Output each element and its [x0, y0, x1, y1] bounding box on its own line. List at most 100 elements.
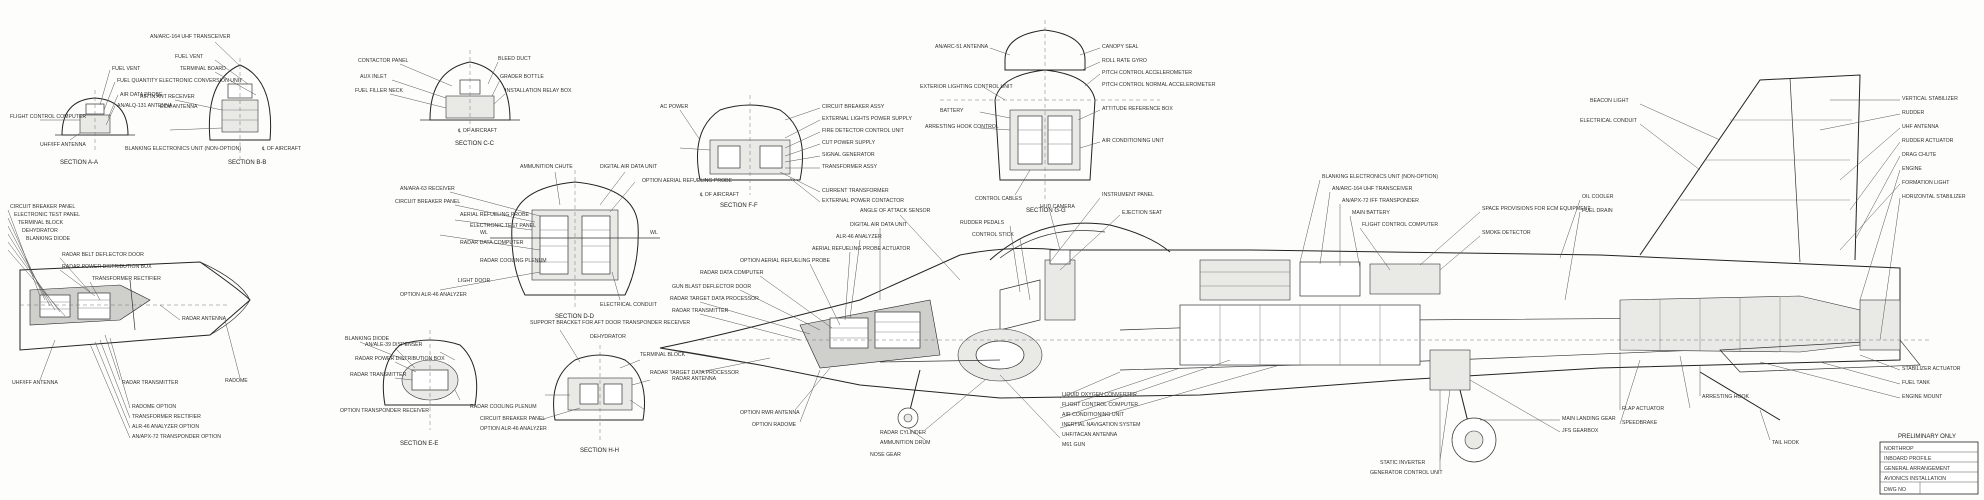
- left-label-13: RADOME OPTION: [132, 404, 176, 410]
- ee-label-9: RADAR TARGET DATA PROCESSOR: [650, 370, 739, 376]
- mid-label-4: AERIAL REFUELING PROBE ACTUATOR: [812, 246, 910, 252]
- left-label-5: DEHYDRATOR: [22, 228, 58, 234]
- right-label-6: SPACE PROVISIONS FOR ECM EQUIPMENT: [1482, 206, 1591, 212]
- cl-cc: ℄ OF AIRCRAFT: [457, 128, 498, 134]
- gg-label-5: PITCH CONTROL NORMAL ACCELEROMETER: [1102, 82, 1216, 88]
- ee-label-7: OPTION ALR-46 ANALYZER: [480, 426, 547, 432]
- ff-label-8: CURRENT TRANSFORMER: [822, 188, 889, 194]
- ee-label-4: RADAR TRANSMITTER: [350, 372, 407, 378]
- section-cc: CONTACTOR PANEL BLEED DUCT AUX INLET GRA…: [355, 50, 572, 147]
- title-block: PRELIMINARY ONLY NORTHROP INBOARD PROFIL…: [1879, 434, 1979, 495]
- left-label-9: TRANSFORMER RECTIFIER: [92, 276, 161, 282]
- left-label-3: ELECTRONIC TEST PANEL: [14, 212, 80, 218]
- right-label-19: UHF ANTENNA: [1902, 124, 1939, 130]
- mid-label-23: AIR CONDITIONING UNIT: [1062, 412, 1125, 418]
- ff-label-5: CUT POWER SUPPLY: [822, 140, 876, 146]
- stamp-preliminary: PRELIMINARY ONLY: [1898, 434, 1956, 440]
- mid-label-8: RADAR TARGET DATA PROCESSOR: [670, 296, 759, 302]
- dd-label-10: ELECTRICAL CONDUIT: [600, 302, 658, 308]
- right-label-16: RUDDER: [1902, 110, 1924, 116]
- section-bb: AN/ARC-164 UHF TRANSCEIVER FUEL VENT TER…: [125, 34, 302, 166]
- dd-label-6: RADAR COOLING PLENUM: [480, 258, 547, 264]
- right-label-29: GENERATOR CONTROL UNIT: [1370, 470, 1443, 476]
- cc-label-6: INSTALLATION RELAY BOX: [505, 88, 572, 94]
- mid-label-14: AMMUNITION DRUM: [880, 440, 930, 446]
- gg-label-6: EXTERIOR LIGHTING CONTROL UNIT: [920, 84, 1013, 90]
- left-label-1: RADOME: [225, 378, 248, 384]
- right-label-24: HORIZONTAL STABILIZER: [1902, 194, 1966, 200]
- mid-label-24: INERTIAL NAVIGATION SYSTEM: [1062, 422, 1141, 428]
- mid-label-20: EJECTION SEAT: [1122, 210, 1163, 216]
- right-label-3: AN/APX-72 IFF TRANSPONDER: [1342, 198, 1419, 204]
- gg-label-8: BATTERY: [940, 108, 964, 114]
- dd-label-9: OPTION AERIAL REFUELING PROBE: [642, 178, 733, 184]
- left-label-10: RADAR ANTENNA: [182, 316, 227, 322]
- section-ff: AC POWER CIRCUIT BREAKER ASSY EXTERNAL L…: [660, 95, 912, 209]
- cl-ff: ℄ OF AIRCRAFT: [699, 192, 740, 198]
- left-label-7: RADAR BELT DEFLECTOR DOOR: [62, 252, 144, 258]
- left-label-11: RADAR TRANSMITTER: [122, 380, 179, 386]
- right-label-7: SMOKE DETECTOR: [1482, 230, 1531, 236]
- cc-label-1: CONTACTOR PANEL: [358, 58, 409, 64]
- right-label-2: AN/ARC-164 UHF TRANSCEIVER: [1332, 186, 1413, 192]
- dd-label-1: AN/ARA-63 RECEIVER: [400, 186, 455, 192]
- mid-label-10: RADAR ANTENNA: [672, 376, 717, 382]
- title-line-3: AVIONICS INSTALLATION: [1884, 476, 1946, 482]
- dd-label-11: OPTION ALR-46 ANALYZER: [400, 292, 467, 298]
- section-ee: BLANKING DIODE AN/ALE-39 DISPENSER RADAR…: [340, 320, 739, 454]
- mid-label-22: FLIGHT CONTROL COMPUTER: [1062, 402, 1138, 408]
- dd-label-8: DIGITAL AIR DATA UNIT: [600, 164, 658, 170]
- bb-label-1: AN/ARC-164 UHF TRANSCEIVER: [150, 34, 231, 40]
- right-label-30: STATIC INVERTER: [1380, 460, 1426, 466]
- main-inboard-profile: ANGLE OF ATTACK SENSOR DIGITAL AIR DATA …: [659, 74, 1966, 476]
- cc-label-3: AUX INLET: [360, 74, 388, 80]
- mid-label-2: DIGITAL AIR DATA UNIT: [850, 222, 908, 228]
- mid-label-21: LIQUID OXYGEN CONVERTER: [1062, 392, 1137, 398]
- gg-label-2: CANOPY SEAL: [1102, 44, 1139, 50]
- mid-label-13: RADAR CYLINDER: [880, 430, 926, 436]
- mid-label-9: RADAR TRANSMITTER: [672, 308, 729, 314]
- ff-label-3: EXTERNAL LIGHTS POWER SUPPLY: [822, 116, 912, 122]
- gg-label-1: AN/ARC-51 ANTENNA: [935, 44, 989, 50]
- mid-label-16: HUD CAMERA: [1040, 204, 1075, 210]
- bb-label-3: TERMINAL BOARD: [180, 66, 226, 72]
- forward-fuselage-left: RADOME CIRCUIT BREAKER PANEL ELECTRONIC …: [7, 204, 251, 440]
- right-label-9: FUEL DRAIN: [1582, 208, 1613, 214]
- section-dd: AN/ARA-63 RECEIVER CIRCUIT BREAKER PANEL…: [395, 164, 733, 320]
- mid-label-26: M61 GUN: [1062, 442, 1085, 448]
- bb-label-4: AIR IN ANT RECEIVER: [140, 94, 195, 100]
- ff-label-9: EXTERNAL POWER CONTACTOR: [822, 198, 904, 204]
- dd-label-2: CIRCUIT BREAKER PANEL: [395, 199, 460, 205]
- bb-label-2: FUEL VENT: [175, 54, 204, 60]
- left-label-15: ALR-46 ANALYZER OPTION: [132, 424, 199, 430]
- mid-label-6: RADAR DATA COMPUTER: [700, 270, 764, 276]
- dd-label-4: ELECTRONIC TEST PANEL: [470, 223, 536, 229]
- right-label-15: VERTICAL STABILIZER: [1902, 96, 1958, 102]
- right-label-21: DRAG CHUTE: [1902, 152, 1937, 158]
- left-label-12: UHF/IFF ANTENNA: [12, 380, 58, 386]
- left-label-8: RADAR POWER DISTRIBUTION BOX: [62, 264, 152, 270]
- right-label-17: BEACON LIGHT: [1590, 98, 1629, 104]
- left-label-4: TERMINAL BLOCK: [18, 220, 64, 226]
- aa-label-1: FLIGHT CONTROL COMPUTER: [10, 114, 86, 120]
- right-label-23: FORMATION LIGHT: [1902, 180, 1950, 186]
- title-dwg: DWG NO: [1884, 487, 1906, 493]
- mid-label-15: NOSE GEAR: [870, 452, 901, 458]
- dd-label-5: RADAR DATA COMPUTER: [460, 240, 524, 246]
- right-label-1: BLANKING ELECTRONICS UNIT (NON-OPTION): [1322, 174, 1438, 180]
- mid-label-11: OPTION RWR ANTENNA: [740, 410, 800, 416]
- wl-dd-r: WL: [650, 230, 658, 236]
- right-label-8: OIL COOLER: [1582, 194, 1614, 200]
- aa-label-5: AN/ALQ-131 ANTENNA: [117, 103, 173, 109]
- dd-label-7: AMMUNITION CHUTE: [520, 164, 573, 170]
- aa-label-6: UHF/IFF ANTENNA: [40, 142, 86, 148]
- mid-label-25: UHF/TACAN ANTENNA: [1062, 432, 1118, 438]
- gg-label-3: ROLL RATE GYRO: [1102, 58, 1147, 64]
- title-company: NORTHROP: [1884, 446, 1914, 452]
- title-line-1: INBOARD PROFILE: [1884, 456, 1932, 462]
- ee-label-2: AN/ALE-39 DISPENSER: [365, 342, 423, 348]
- right-label-5: FLIGHT CONTROL COMPUTER: [1362, 222, 1438, 228]
- left-label-2: CIRCUIT BREAKER PANEL: [10, 204, 75, 210]
- mid-label-17: INSTRUMENT PANEL: [1102, 192, 1154, 198]
- dd-label-12: LIGHT DOOR: [458, 278, 490, 284]
